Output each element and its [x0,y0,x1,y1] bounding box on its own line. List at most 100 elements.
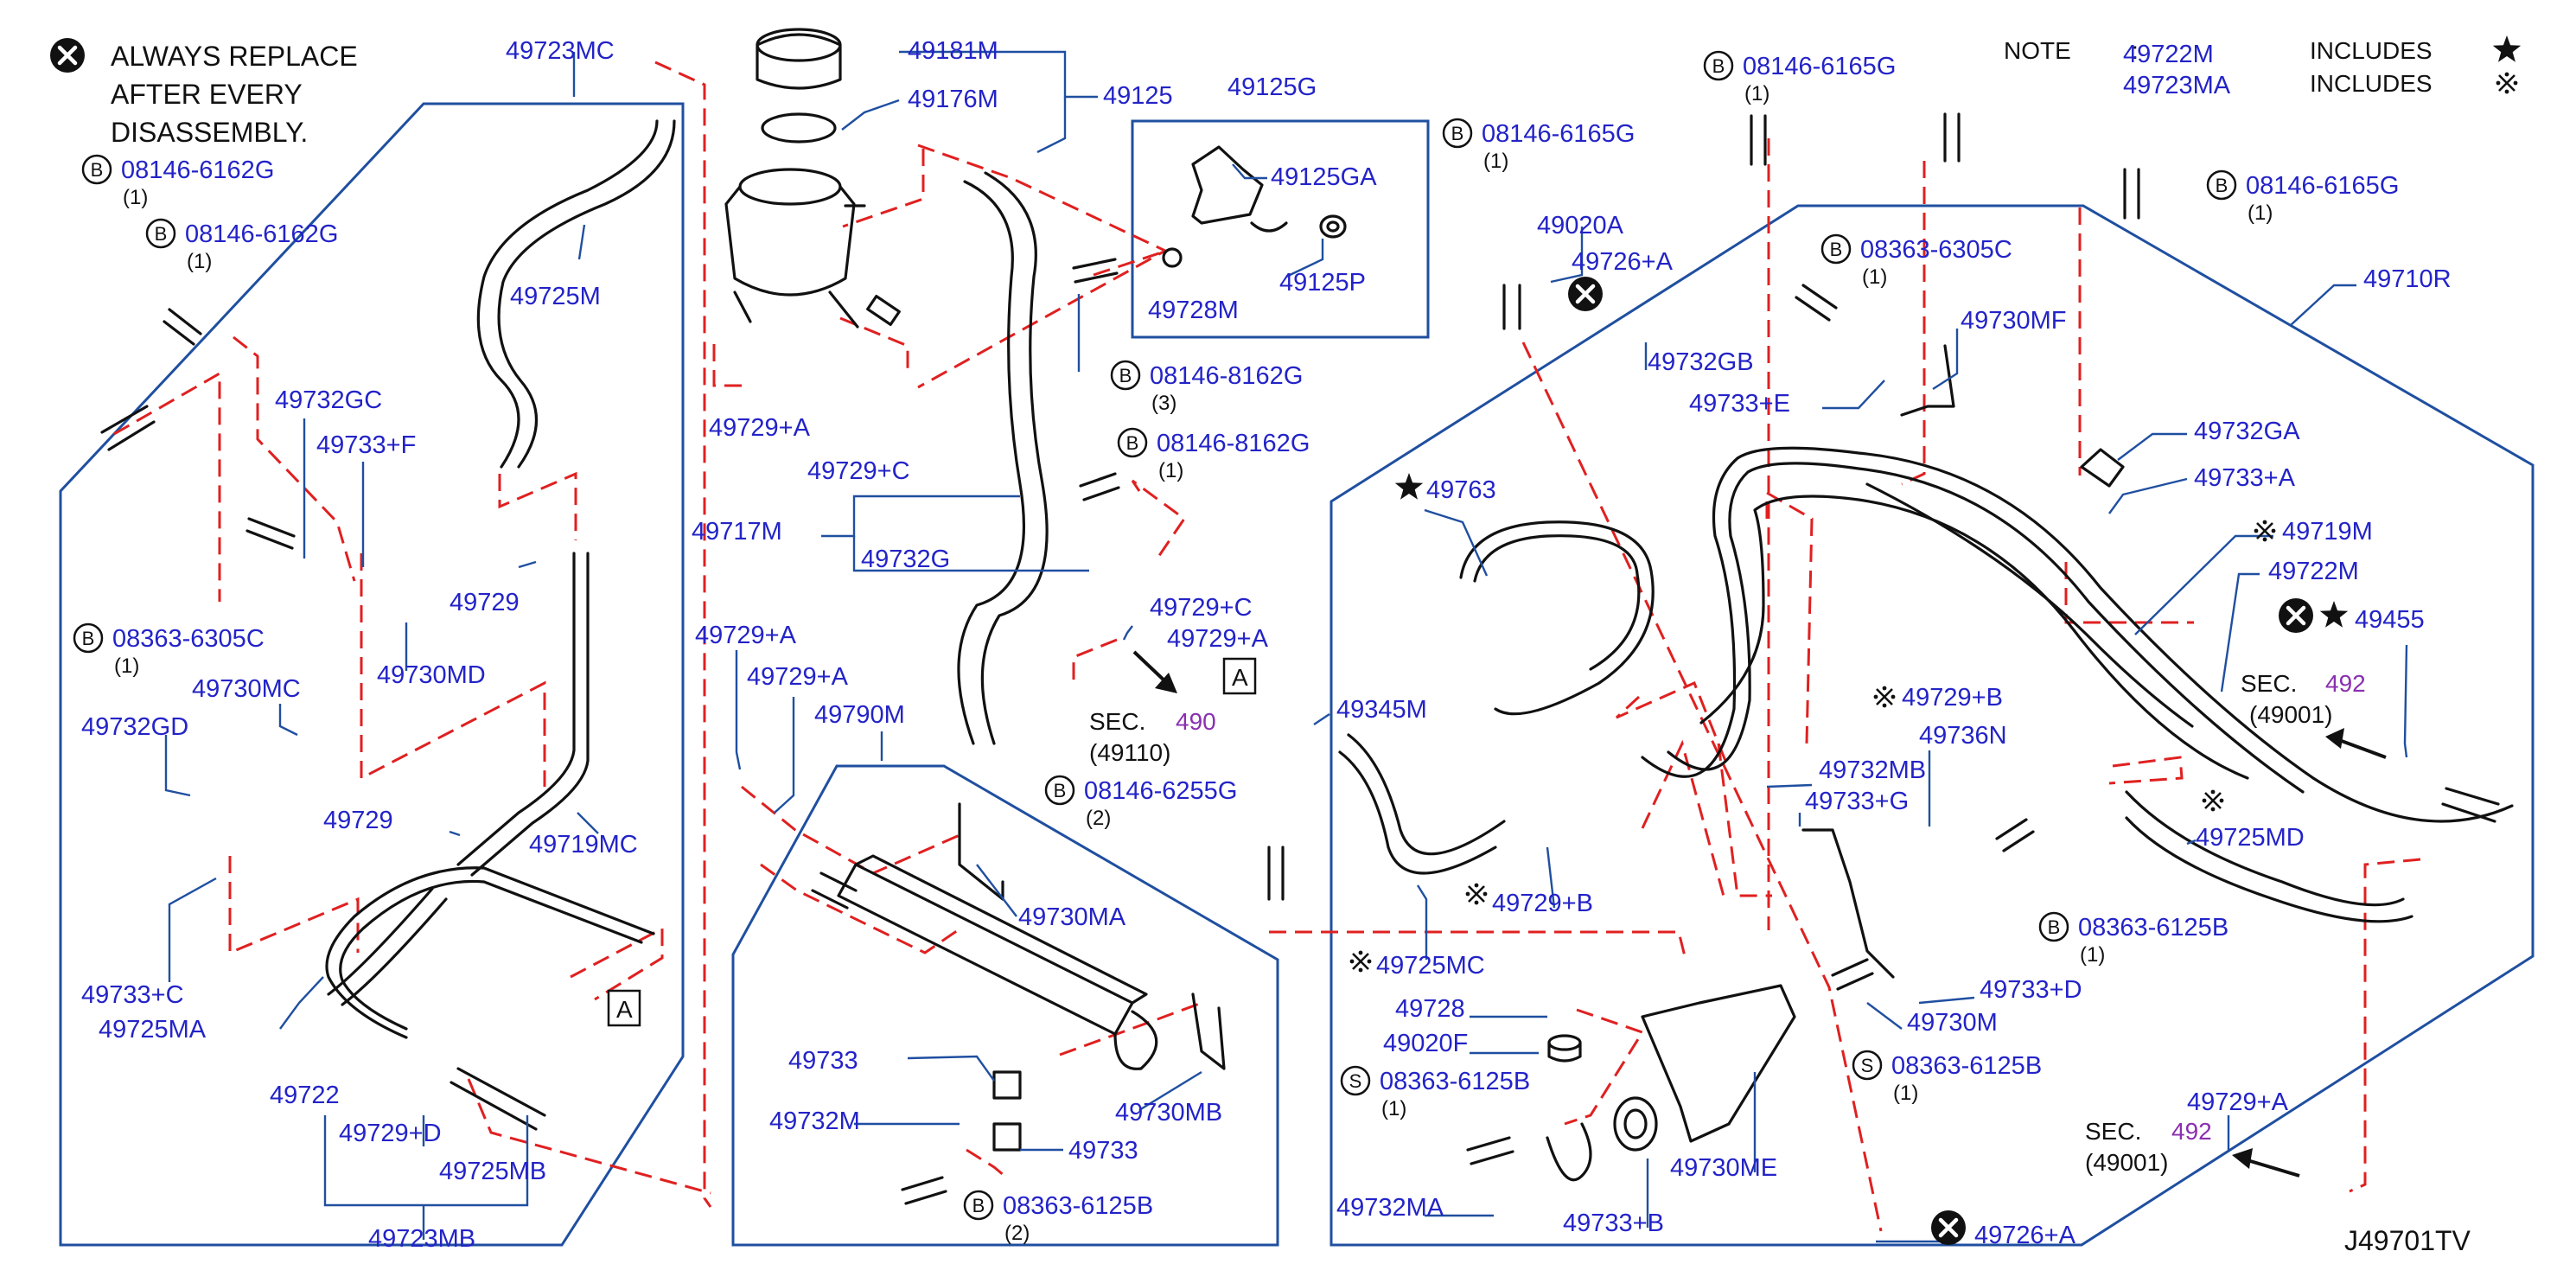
bolt-part-number: 08363-6125B [1003,1192,1153,1220]
label-leaders [164,50,2408,1243]
bolt-quantity: (2) [1004,1222,1030,1245]
part-label-49729: 49729 [323,807,393,834]
part-label-49723mb: 49723MB [368,1225,475,1253]
callout-letter: A [1232,664,1248,691]
callout-a-left: A [607,989,641,1027]
reservoir-oring [761,112,837,144]
pipe-49710r-3 [1699,495,2249,780]
sec-ref-492-lower: SEC. 492 (49001) [2085,1118,2300,1178]
bolt-symbol-letter: B [1712,55,1725,77]
part-label-49729-a: 49729+A [709,414,811,442]
outline-49723mc [59,102,685,1247]
bolt-quantity: (1) [1893,1082,1918,1105]
part-label-49729: 49729 [450,589,520,616]
part-label-49710r: 49710R [2363,265,2452,293]
part-label-49733-g: 49733+G [1805,788,1909,815]
grommet-49733b [1613,1096,1658,1152]
part-label-49732ga: 49732GA [2194,418,2300,445]
hose-49725m-outer [497,119,676,469]
callout-letter: A [616,996,633,1023]
leader [1564,1008,1645,1126]
bolt-symbol-circle-icon [1340,1065,1371,1096]
bolt-symbol-circle-icon [1703,50,1734,81]
part-label-49729-a: 49729+A [2187,1088,2289,1116]
hose-49725ma [327,887,448,1006]
bolt-symbol-letter: B [1830,239,1843,260]
clamp-49732ma [1546,1122,1592,1182]
pipe-49719mc [456,552,576,866]
leader [1641,739,1727,903]
bracket-49730mb [1191,993,1226,1070]
part-label-49790m: 49790M [814,701,905,729]
bolt-symbol-circle-icon [1852,1050,1883,1081]
part-label-49730me: 49730ME [1670,1154,1777,1182]
leader [498,471,577,540]
part-label-49736n: 49736N [1919,722,2007,750]
sec-ref-492-upper: SEC. 492 (49001) [2241,670,2387,759]
grommet-49125p [1319,214,1347,239]
leader [1615,680,1727,762]
leader [570,926,664,1001]
leader [2108,756,2184,785]
bolt-symbol-circle-icon [2206,169,2237,201]
leader [741,785,960,875]
arrow-head-icon [1155,673,1177,693]
bolt-part-number: 08363-6125B [2078,914,2228,942]
bolt-quantity: (1) [1483,150,1508,173]
part-label-49730md: 49730MD [377,661,486,689]
bolt-part-number: 08363-6125B [1891,1052,2042,1080]
part-label-49181m: 49181M [908,37,998,65]
note-includes-2: INCLUDES [2310,70,2433,97]
leader [1072,638,1118,683]
sec-number: 492 [2171,1118,2212,1145]
leader [1059,1001,1202,1056]
part-label-49732g: 49732G [861,546,950,573]
bolt-symbol-circle-icon [1110,360,1141,391]
hose-49725m [476,119,659,469]
bolt-quantity: (1) [187,250,212,273]
replace-note: ALWAYS REPLACE AFTER EVERY DISASSEMBLY. [111,41,358,148]
leader [760,863,959,954]
kome-mark-icon [2496,72,2518,94]
bolt-quantity: (1) [123,186,148,209]
bolt-part-number: 08146-6165G [1743,53,1896,80]
note-colon: : [2132,37,2139,64]
hose-49725md [2125,790,2413,923]
part-label-49719m: 49719M [2282,518,2373,546]
bolt-quantity: (1) [114,654,139,678]
bolt-glyphs [100,112,2140,1205]
hose-49717m [957,180,1026,745]
grommet-49728m [1162,247,1183,268]
sec-prefix: SEC. [1089,708,1145,735]
part-label-49730m: 49730M [1907,1009,1998,1037]
kome-mark-icon [1349,950,1372,973]
part-label-49730mb: 49730MB [1115,1099,1222,1127]
kome-mark-icon [1465,883,1488,905]
star-icon [1394,473,1424,500]
grommet-49020f [1547,1034,1582,1063]
sec-prefix: SEC. [2085,1118,2141,1145]
hose-49345m [1338,733,1506,875]
part-label-49725ma: 49725MA [99,1016,207,1044]
pipe-49722-b [339,879,643,1031]
bolt-quantity: (1) [1862,265,1887,289]
symbol-markers [50,35,2522,1245]
bolt-part-number: 08146-6162G [185,220,338,248]
bolt-part-number: 08146-8162G [1150,362,1303,390]
leader [842,149,925,228]
bolt-symbol-circle-icon [81,154,112,185]
outline-49125g [1131,119,1430,339]
